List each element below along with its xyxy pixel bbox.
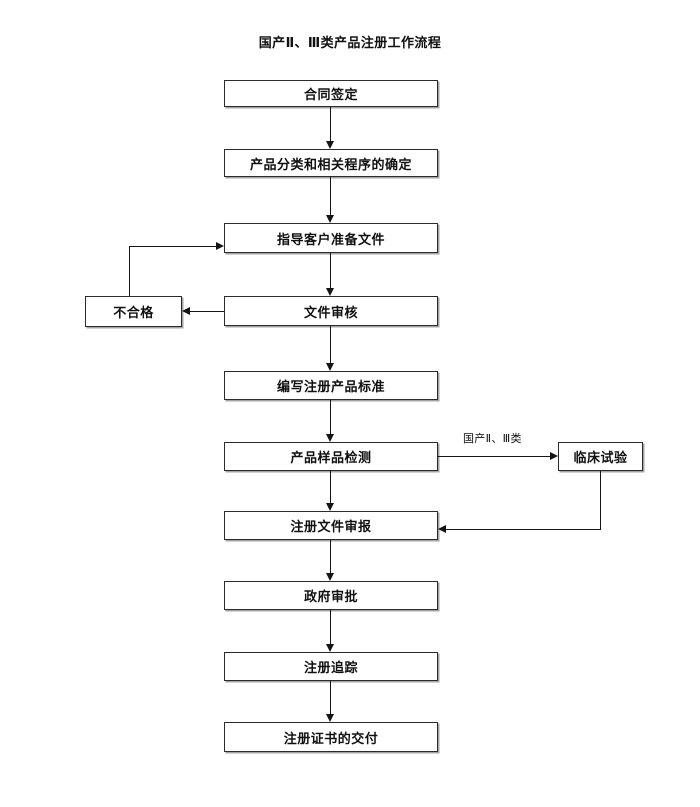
connector-unqualified-loop-horizontal (129, 246, 216, 247)
connector-review-to-standard (330, 326, 331, 363)
arrowhead-tracking-to-delivery (326, 714, 334, 722)
connector-approval-to-tracking (330, 610, 331, 644)
page-title: 国产Ⅱ、Ⅲ类产品注册工作流程 (258, 35, 442, 50)
node-document-review[interactable]: 文件审核 (224, 296, 438, 326)
edge-label-domestic-class-2-3: 国产Ⅱ、Ⅲ类 (463, 433, 522, 445)
node-unqualified[interactable]: 不合格 (85, 296, 182, 327)
connector-unqualified-loop-vertical (129, 246, 130, 296)
arrowhead-sample-testing-to-clinical (550, 452, 558, 460)
connector-guide-to-review (330, 253, 331, 288)
arrowhead-clinical-return-to-submission (438, 525, 446, 533)
node-guide-customer-documents[interactable]: 指导客户准备文件 (224, 223, 438, 253)
node-clinical-trial[interactable]: 临床试验 (558, 442, 643, 471)
node-product-classification[interactable]: 产品分类和相关程序的确定 (224, 149, 438, 177)
arrowhead-contract-to-classification (326, 141, 334, 149)
connector-sample-testing-to-submission (330, 471, 331, 503)
connector-standard-to-sample-testing (330, 400, 331, 434)
connector-contract-to-classification (330, 107, 331, 141)
connector-classification-to-guide (330, 177, 331, 215)
connector-submission-to-approval (330, 540, 331, 573)
node-government-approval[interactable]: 政府审批 (224, 581, 438, 610)
node-contract-signing[interactable]: 合同签定 (224, 80, 438, 107)
arrowhead-unqualified-loop-to-guide (216, 242, 224, 250)
connector-tracking-to-delivery (330, 681, 331, 714)
arrowhead-classification-to-guide (326, 215, 334, 223)
arrowhead-approval-to-tracking (326, 644, 334, 652)
connector-review-to-unqualified (190, 311, 224, 312)
arrowhead-guide-to-review (326, 288, 334, 296)
arrowhead-review-to-standard (326, 363, 334, 371)
arrowhead-review-to-unqualified (182, 307, 190, 315)
connector-clinical-return-vertical (600, 471, 601, 529)
connector-sample-testing-to-clinical (438, 456, 550, 457)
connector-clinical-return-horizontal (446, 529, 601, 530)
node-product-sample-testing[interactable]: 产品样品检测 (224, 442, 438, 471)
node-certificate-delivery[interactable]: 注册证书的交付 (224, 722, 438, 752)
arrowhead-standard-to-sample-testing (326, 434, 334, 442)
node-registration-document-submission[interactable]: 注册文件审报 (224, 511, 438, 540)
node-registration-tracking[interactable]: 注册追踪 (224, 652, 438, 681)
arrowhead-submission-to-approval (326, 573, 334, 581)
node-write-registration-standard[interactable]: 编写注册产品标准 (224, 371, 438, 400)
arrowhead-sample-testing-to-submission (326, 503, 334, 511)
